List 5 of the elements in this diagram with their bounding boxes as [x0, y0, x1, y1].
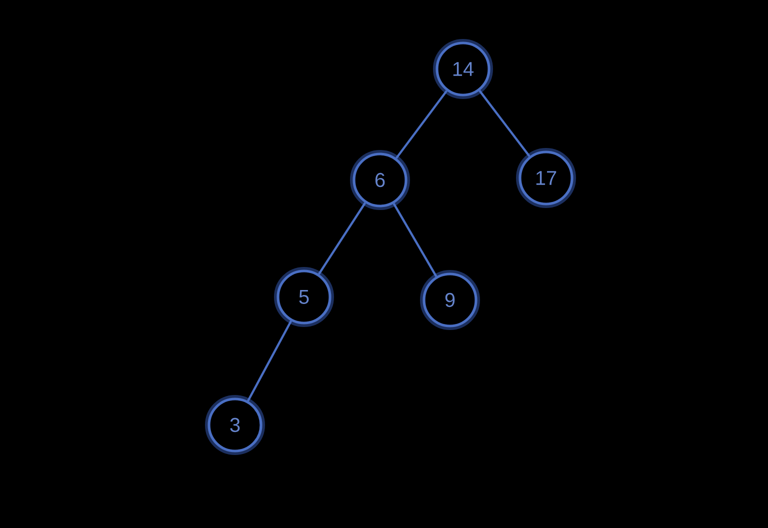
- tree-edge: [478, 90, 530, 157]
- tree-edge: [318, 202, 366, 275]
- tree-edge: [392, 203, 438, 277]
- tree-edge: [247, 320, 292, 402]
- tree-edge: [395, 90, 448, 159]
